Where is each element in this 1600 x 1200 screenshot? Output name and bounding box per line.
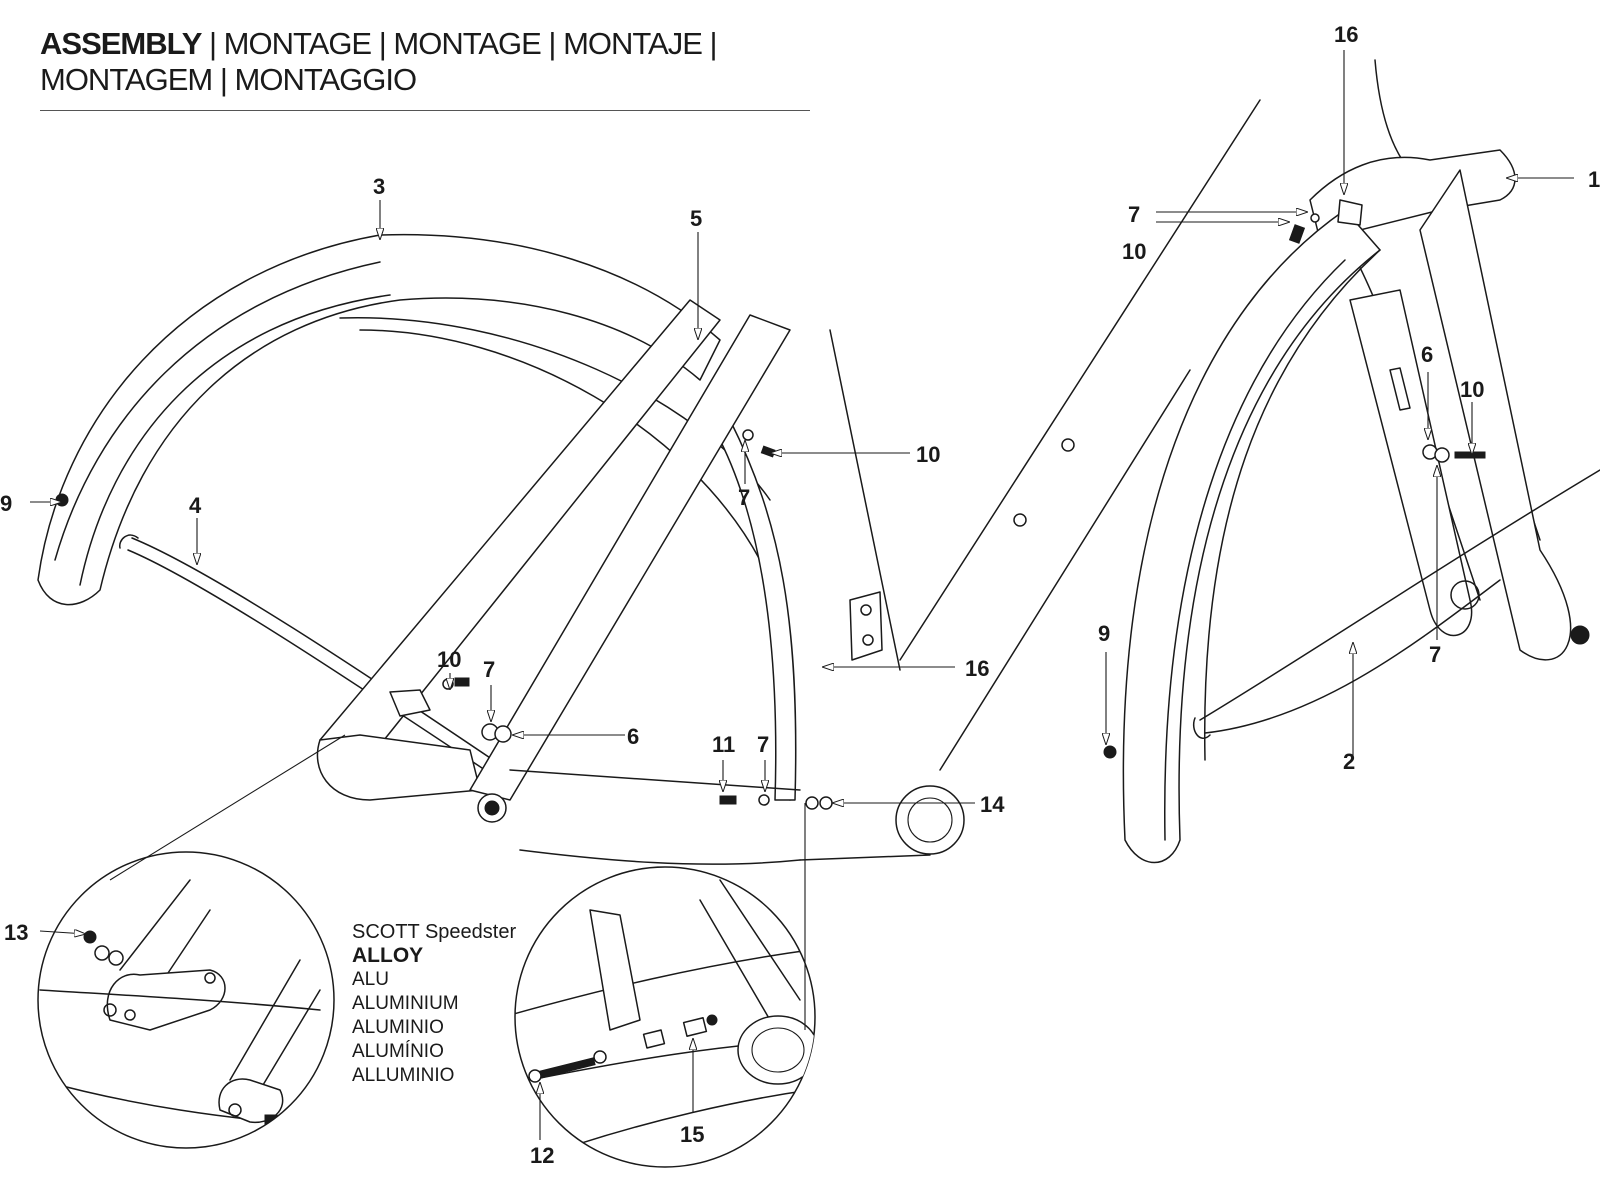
front-fork: [1309, 59, 1590, 661]
front-mudguard-stay: [1193, 469, 1600, 739]
callout-15: 15: [680, 1122, 704, 1147]
mudguard-bolt-9-rear: [55, 493, 69, 507]
material-name: ALLOY: [352, 944, 424, 967]
callout-16-frame: 16: [965, 656, 989, 681]
callout-7-bb: 7: [757, 732, 769, 757]
callout-6-rear: 6: [627, 724, 639, 749]
callout-13: 13: [4, 920, 28, 945]
front-mudguard: [1103, 209, 1381, 864]
hardware-fork-crown: [1288, 199, 1363, 244]
callout-10-bridge: 10: [437, 647, 461, 672]
material-translation: ALUMÍNIO: [352, 1041, 444, 1062]
title-languages-line1: | MONTAGE | MONTAGE | MONTAJE |: [201, 26, 718, 61]
callout-7-fork-leg: 7: [1429, 642, 1441, 667]
material-translation: ALUMINIUM: [352, 993, 459, 1014]
title-divider: [40, 110, 810, 111]
hardware-rear-bridge: [389, 677, 512, 743]
hardware-fork-leg: [1422, 444, 1486, 463]
callout-9-front: 9: [1098, 621, 1110, 646]
callout-12: 12: [530, 1143, 554, 1168]
model-name: SCOTT Speedster: [352, 921, 517, 943]
callout-5: 5: [690, 206, 702, 231]
detail-view-dropout: [37, 851, 335, 1149]
callout-11: 11: [712, 732, 735, 757]
callout-labels: 1 2 3 4 5 6 6 7 7 7 7 7 9 9 10 10 10 10 …: [0, 22, 1600, 1168]
material-translation: ALLUMINIO: [352, 1065, 455, 1086]
material-translation: ALU: [352, 969, 389, 990]
title-languages-line2: MONTAGEM | MONTAGGIO: [40, 62, 417, 97]
title-bold: ASSEMBLY: [40, 26, 202, 61]
callout-10-fork-crown: 10: [1122, 239, 1146, 264]
callout-2: 2: [1343, 749, 1355, 774]
callout-3: 3: [373, 174, 385, 199]
hardware-bb-bridge: [719, 794, 833, 810]
callout-7-seatstay: 7: [738, 485, 750, 510]
callout-10-seatstay: 10: [916, 442, 940, 467]
rear-mudguard-stay: [119, 534, 509, 781]
detail-leader-left: [109, 734, 346, 881]
material-translation: ALUMINIO: [352, 1017, 444, 1038]
callout-leaders: [30, 50, 1574, 1140]
callout-4: 4: [189, 493, 202, 518]
callout-10-fork-leg: 10: [1460, 377, 1484, 402]
callout-6-front: 6: [1421, 342, 1433, 367]
rear-mudguard-lower-section: [719, 419, 797, 801]
callout-7-bridge: 7: [483, 657, 495, 682]
callout-9-rear: 9: [0, 491, 12, 516]
mudguard-bolt-9-front: [1103, 745, 1117, 759]
page-title: ASSEMBLY | MONTAGE | MONTAGE | MONTAJE |…: [40, 26, 800, 98]
detail-view-bottom-bracket: [514, 866, 816, 1168]
material-info: SCOTT Speedster ALLOY ALU ALUMINIUM ALUM…: [352, 920, 516, 1088]
callout-16-fork: 16: [1334, 22, 1358, 47]
callout-14: 14: [980, 792, 1005, 817]
callout-1: 1: [1588, 167, 1600, 192]
callout-7-fork-crown: 7: [1128, 202, 1140, 227]
front-axle: [1570, 625, 1590, 645]
